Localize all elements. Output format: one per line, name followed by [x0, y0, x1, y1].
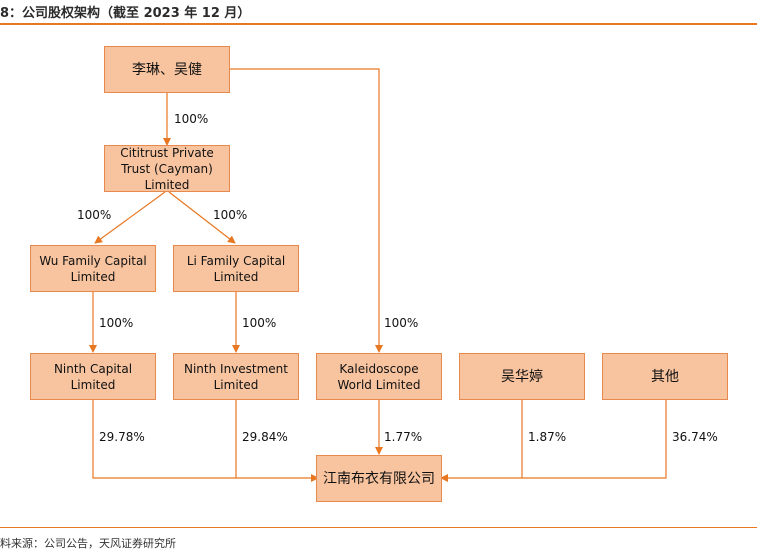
source-note: 料来源：公司公告，天风证券研究所	[0, 537, 176, 550]
entity-ninth-investment: Ninth Investment Limited	[173, 353, 299, 400]
stake-founders-kaleidoscope: 100%	[384, 316, 419, 330]
stake-wu-huating-company: 1.87%	[528, 430, 567, 444]
entity-wu-huating: 吴华婷	[459, 353, 585, 400]
entity-trust: Cititrust Private Trust (Cayman) Limited	[104, 145, 230, 192]
figure-title: 8：公司股权架构（截至 2023 年 12 月）	[0, 6, 251, 21]
edge-ninth-capital-company	[92, 400, 319, 482]
entity-li-family: Li Family Capital Limited	[173, 245, 299, 292]
top-divider	[0, 23, 757, 25]
entity-kaleidoscope: Kaleidoscope World Limited	[316, 353, 442, 400]
edge-founders-kaleidoscope	[230, 68, 383, 353]
entity-company: 江南布衣有限公司	[316, 455, 442, 502]
stake-founders-trust: 100%	[174, 112, 209, 126]
stake-others-company: 36.74%	[672, 430, 718, 444]
stake-ninth-investment-company: 29.84%	[242, 430, 288, 444]
stake-kaleidoscope-company: 1.77%	[384, 430, 423, 444]
entity-ninth-capital: Ninth Capital Limited	[30, 353, 156, 400]
entity-wu-family: Wu Family Capital Limited	[30, 245, 156, 292]
edge-trust-wu	[94, 191, 166, 244]
entity-founders: 李琳、吴健	[104, 46, 230, 93]
edge-trust-li	[168, 191, 236, 244]
stake-trust-li: 100%	[213, 208, 248, 222]
stake-ninth-capital-company: 29.78%	[99, 430, 145, 444]
entity-others: 其他	[602, 353, 728, 400]
stake-trust-wu: 100%	[77, 208, 112, 222]
stake-wu-ninth-capital: 100%	[99, 316, 134, 330]
stake-li-ninth-investment: 100%	[242, 316, 277, 330]
bottom-divider	[0, 527, 757, 528]
edge-others-company	[440, 400, 667, 482]
